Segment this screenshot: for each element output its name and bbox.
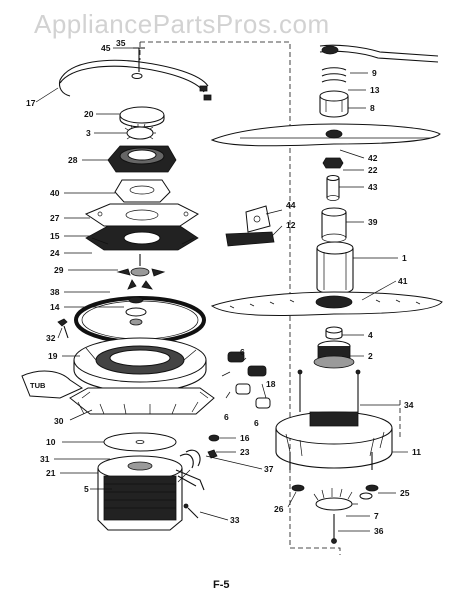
callout-16: 16	[240, 433, 250, 443]
assembly-center-lines	[139, 41, 401, 555]
callout-3: 3	[86, 128, 91, 138]
callout-2: 2	[368, 351, 373, 361]
figure-label: F-5	[213, 579, 230, 591]
lower-spray-arm-41	[210, 291, 443, 316]
callout-44: 44	[286, 200, 296, 210]
plate-40	[114, 179, 171, 203]
callout-26: 26	[274, 504, 284, 514]
disk-10	[103, 432, 177, 452]
callout-28: 28	[68, 155, 78, 165]
callout-6b: 6	[224, 412, 229, 422]
callout-32: 32	[46, 333, 56, 343]
tube-1	[316, 241, 354, 295]
pump-base-38-14	[74, 296, 206, 344]
upper-spray-arm-42	[210, 123, 441, 147]
bolts-34	[297, 369, 361, 414]
callout-10: 10	[46, 437, 56, 447]
sump-housing-19	[73, 337, 207, 393]
callout-31: 31	[40, 454, 50, 464]
callout-27: 27	[50, 213, 60, 223]
nut-22	[322, 157, 344, 169]
callout-39: 39	[368, 217, 378, 227]
valves-6-18	[221, 351, 271, 409]
callout-42: 42	[368, 153, 378, 163]
callout-6c: 6	[254, 418, 259, 428]
callout-17: 17	[26, 98, 36, 108]
grommets-16-23	[207, 434, 220, 459]
callout-15: 15	[50, 231, 60, 241]
callout-36: 36	[374, 526, 384, 536]
leader-lines	[35, 47, 408, 532]
bracket-44-12	[225, 205, 275, 247]
seal-plate-15-24	[85, 225, 199, 251]
tube-39	[321, 207, 347, 243]
pump-housing-11	[275, 411, 393, 470]
callout-numbers: 35 45 17 20 3 28 40 27 15 24 29 38 14 32…	[26, 38, 421, 536]
callout-34: 34	[404, 400, 414, 410]
callout-4: 4	[368, 330, 373, 340]
housing-28	[107, 145, 177, 173]
watermark: AppliancePartsPros.com	[34, 9, 330, 39]
spring-13	[321, 67, 347, 83]
callout-45: 45	[101, 43, 111, 53]
callout-25: 25	[400, 488, 410, 498]
callout-5: 5	[84, 484, 89, 494]
screw-and-washer-35-45	[131, 47, 145, 79]
callout-43: 43	[368, 182, 378, 192]
callout-22: 22	[368, 165, 378, 175]
wire-harness-17	[58, 59, 212, 101]
hose-connector-9	[319, 44, 439, 63]
tub-label: TUB	[30, 381, 46, 390]
callout-24: 24	[50, 248, 60, 258]
callout-12: 12	[286, 220, 296, 230]
callout-11: 11	[412, 447, 421, 457]
callout-40: 40	[50, 188, 60, 198]
callout-21: 21	[46, 468, 56, 478]
pump-head-2	[313, 340, 355, 369]
callout-37: 37	[264, 464, 274, 474]
tube-43	[326, 175, 340, 201]
impeller-29	[116, 254, 166, 290]
callout-23: 23	[240, 447, 250, 457]
callout-35: 35	[116, 38, 126, 48]
callout-6a: 6	[240, 347, 245, 357]
callout-19: 19	[48, 351, 58, 361]
callout-41: 41	[398, 276, 408, 286]
callout-1: 1	[402, 253, 407, 263]
impeller-7	[313, 488, 358, 511]
callout-29: 29	[54, 265, 64, 275]
screw-36	[331, 514, 337, 544]
screw-32	[57, 318, 69, 339]
strainer-30	[69, 387, 215, 415]
cap-20	[119, 106, 165, 128]
callout-38: 38	[50, 287, 60, 297]
screw-33	[183, 503, 199, 519]
motor-21	[97, 449, 205, 531]
callout-30: 30	[54, 416, 64, 426]
bearing-4	[325, 326, 343, 340]
callout-20: 20	[84, 109, 94, 119]
gasket-27	[84, 203, 199, 227]
grommets-25-26	[291, 484, 379, 500]
nozzle-8	[319, 90, 349, 118]
callout-18: 18	[266, 379, 276, 389]
callout-7: 7	[374, 511, 379, 521]
callout-13: 13	[370, 85, 380, 95]
callout-8: 8	[370, 103, 375, 113]
callout-9: 9	[372, 68, 377, 78]
callout-33: 33	[230, 515, 240, 525]
callout-14: 14	[50, 302, 60, 312]
tub-section: TUB	[21, 370, 84, 399]
